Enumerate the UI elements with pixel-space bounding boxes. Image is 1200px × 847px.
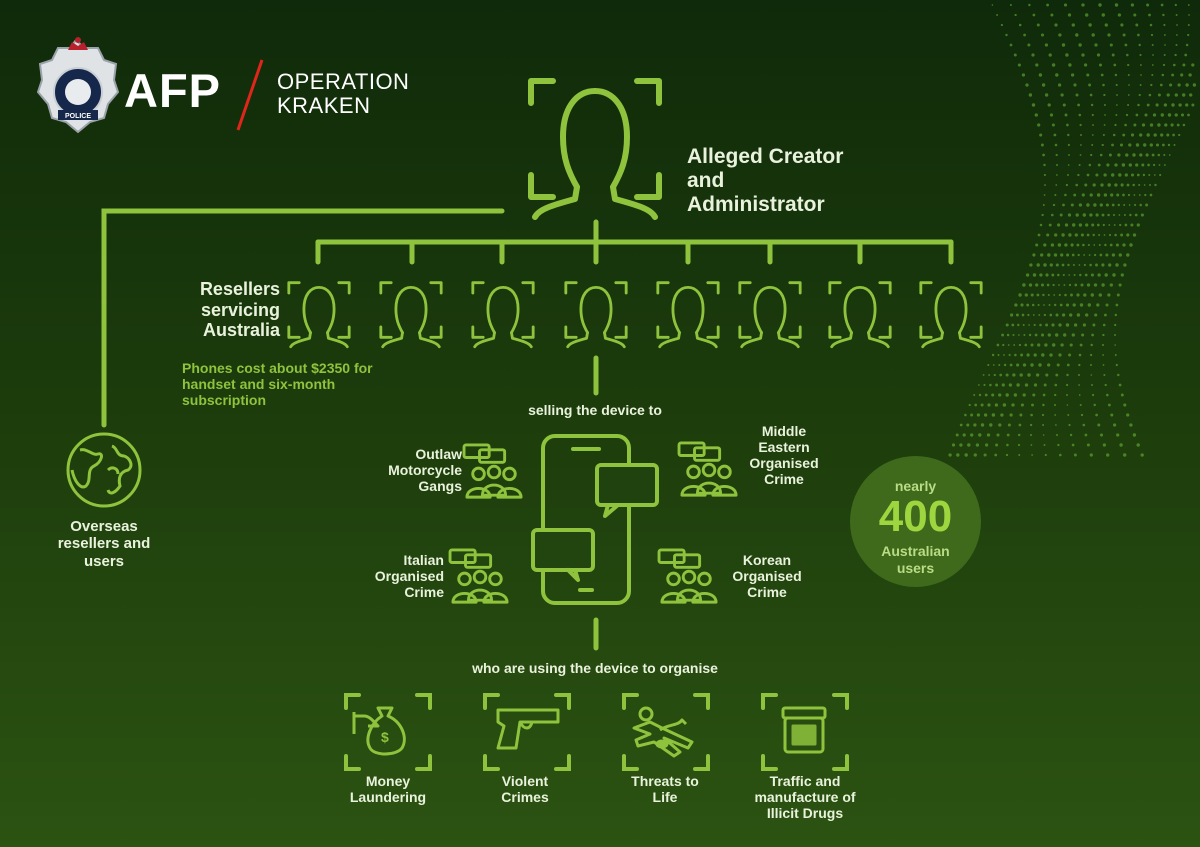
- australian-users-stat: nearly 400 Australian users: [850, 456, 981, 587]
- reseller-person-icon: [656, 281, 720, 349]
- reseller-person-icon: [738, 281, 802, 349]
- agency-wordmark: AFP: [124, 64, 221, 117]
- australian-federal-police-badge: POLICE: [36, 37, 120, 134]
- operation-title-line1: OPERATION: [277, 69, 410, 94]
- drug-jar-icon: [761, 693, 849, 771]
- creator-person-icon: [531, 81, 659, 217]
- creator-label: Alleged Creator and Administrator: [687, 145, 844, 217]
- group-label-korean: Korean Organised Crime: [732, 552, 802, 601]
- brand-divider: [236, 59, 264, 131]
- reseller-icons: [287, 281, 983, 349]
- reseller-person-icon: [564, 281, 628, 349]
- group-label-middle-eastern: Middle Eastern Organised Crime: [749, 423, 819, 488]
- svg-text:$: $: [381, 729, 389, 745]
- stat-prefix: nearly: [894, 478, 937, 494]
- crime-label-drugs: Traffic and manufacture of Illicit Drugs: [754, 773, 856, 822]
- reseller-person-icon: [919, 281, 983, 349]
- dot-wave-decoration: [948, 3, 1197, 457]
- overseas-label: Overseas resellers and users: [57, 518, 151, 570]
- crime-label-money-laundering: Money Laundering: [349, 773, 427, 806]
- group-label-italian: Italian Organised Crime: [374, 552, 444, 601]
- smartphone-chat-icon: [531, 434, 659, 605]
- reseller-person-icon: [828, 281, 892, 349]
- resellers-label: Resellers servicing Australia: [199, 279, 280, 341]
- operation-title: OPERATION KRAKEN: [277, 69, 410, 119]
- crime-label-threats: Threats to Life: [631, 773, 699, 806]
- operation-title-line2: KRAKEN: [277, 93, 371, 119]
- body-outline-icon: [622, 693, 710, 771]
- crime-label-violent: Violent Crimes: [501, 773, 549, 806]
- group-chat-icon: [448, 548, 509, 604]
- reseller-person-icon: [471, 281, 535, 349]
- reseller-person-icon: [287, 281, 351, 349]
- phone-cost-note: Phones cost about $2350 for handset and …: [182, 360, 373, 409]
- reseller-person-icon: [379, 281, 443, 349]
- selling-label: selling the device to: [528, 402, 662, 418]
- group-chat-icon: [677, 441, 738, 497]
- group-chat-icon: [462, 443, 523, 499]
- stat-suffix: Australian users: [881, 542, 950, 576]
- globe-icon: [66, 432, 142, 508]
- using-label: who are using the device to organise: [472, 660, 718, 676]
- group-chat-icon: [657, 548, 718, 604]
- connector-lines: [101, 208, 954, 651]
- stat-value: 400: [878, 491, 953, 541]
- svg-text:POLICE: POLICE: [65, 113, 91, 120]
- money-bag-hand-icon: $: [344, 693, 432, 771]
- pistol-icon: [483, 693, 571, 771]
- group-label-omcg: Outlaw Motorcycle Gangs: [388, 446, 462, 495]
